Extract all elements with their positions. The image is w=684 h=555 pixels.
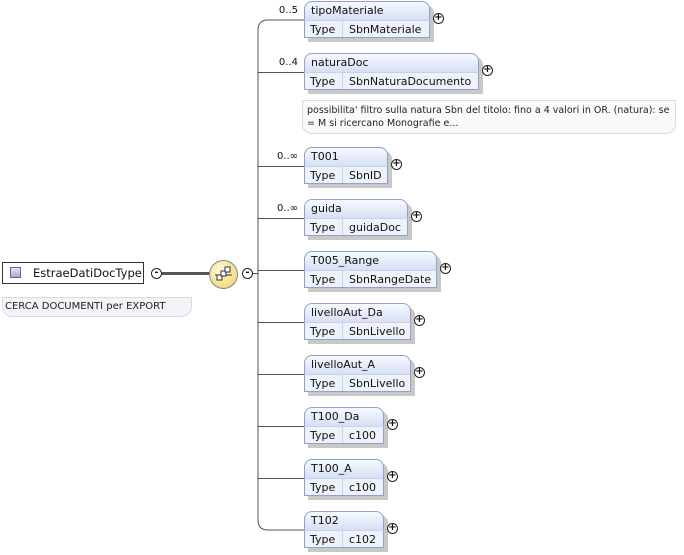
element-type-row: Type SbnMateriale bbox=[304, 20, 430, 38]
sequence-collapse-toggle[interactable]: - bbox=[242, 268, 253, 279]
type-label: Type bbox=[310, 429, 336, 442]
expand-toggle-T102[interactable]: + bbox=[387, 522, 398, 534]
element-name: T102 bbox=[304, 511, 384, 530]
sequence-compositor[interactable] bbox=[209, 260, 238, 289]
sequence-compositor-icon bbox=[215, 266, 232, 281]
expand-toggle-livelloAut_A[interactable]: + bbox=[414, 366, 425, 378]
type-value: guidaDoc bbox=[349, 221, 401, 234]
cardinality-T001: 0..∞ bbox=[276, 151, 298, 162]
type-value: SbnNaturaDocumento bbox=[349, 75, 472, 88]
element-name: T005_Range bbox=[304, 251, 437, 270]
element-type-row: Type c100 bbox=[304, 478, 384, 496]
type-divider bbox=[342, 531, 343, 547]
expand-toggle-guida[interactable]: + bbox=[411, 210, 422, 222]
element-type-row: Type c100 bbox=[304, 426, 384, 444]
type-divider bbox=[342, 271, 343, 287]
element-name: livelloAut_A bbox=[304, 355, 411, 374]
element-T100_A[interactable]: T100_A Type c100 bbox=[304, 459, 389, 501]
element-type-row: Type SbnNaturaDocumento bbox=[304, 72, 479, 90]
type-value: SbnLivello bbox=[349, 325, 406, 338]
element-livelloAut_A[interactable]: livelloAut_A Type SbnLivello bbox=[304, 355, 416, 397]
expand-toggle-T005_Range[interactable]: + bbox=[440, 262, 451, 274]
element-name: livelloAut_Da bbox=[304, 303, 411, 322]
element-type-row: Type SbnID bbox=[304, 166, 388, 184]
type-label: Type bbox=[310, 325, 336, 338]
type-value: c100 bbox=[349, 481, 377, 494]
naturaDoc-documentation: possibilita' filtro sulla natura Sbn del… bbox=[302, 100, 676, 134]
type-label: Type bbox=[310, 23, 336, 36]
type-divider bbox=[342, 73, 343, 89]
element-type-row: Type c102 bbox=[304, 530, 384, 548]
element-name: T100_Da bbox=[304, 407, 384, 426]
expand-toggle-tipoMateriale[interactable]: + bbox=[433, 12, 444, 24]
type-value: c102 bbox=[349, 533, 377, 546]
element-type-row: Type SbnRangeDate bbox=[304, 270, 437, 288]
root-type-name: EstraeDatiDocType bbox=[33, 266, 142, 280]
cardinality-guida: 0..∞ bbox=[276, 203, 298, 214]
element-type-row: Type SbnLivello bbox=[304, 322, 411, 340]
element-name: naturaDoc bbox=[304, 53, 479, 72]
type-label: Type bbox=[310, 273, 336, 286]
element-type-row: Type SbnLivello bbox=[304, 374, 411, 392]
type-value: SbnMateriale bbox=[349, 23, 422, 36]
expand-toggle-T100_Da[interactable]: + bbox=[387, 418, 398, 430]
expand-toggle-livelloAut_Da[interactable]: + bbox=[414, 314, 425, 326]
element-name: T100_A bbox=[304, 459, 384, 478]
type-value: SbnRangeDate bbox=[349, 273, 432, 286]
type-label: Type bbox=[310, 533, 336, 546]
element-type-row: Type guidaDoc bbox=[304, 218, 408, 236]
type-divider bbox=[342, 21, 343, 37]
root-documentation: CERCA DOCUMENTI per EXPORT bbox=[2, 297, 192, 317]
type-label: Type bbox=[310, 481, 336, 494]
expand-toggle-naturaDoc[interactable]: + bbox=[482, 64, 493, 76]
element-name: T001 bbox=[304, 147, 388, 166]
expand-toggle-T100_A[interactable]: + bbox=[387, 470, 398, 482]
root-collapse-toggle[interactable]: - bbox=[151, 268, 162, 279]
element-name: tipoMateriale bbox=[304, 1, 430, 20]
children-bracket bbox=[257, 19, 304, 531]
type-label: Type bbox=[310, 169, 336, 182]
type-divider bbox=[342, 219, 343, 235]
type-divider bbox=[342, 479, 343, 495]
cardinality-tipoMateriale: 0..5 bbox=[278, 5, 298, 16]
type-divider bbox=[342, 427, 343, 443]
expand-toggle-T001[interactable]: + bbox=[391, 158, 402, 170]
cardinality-naturaDoc: 0..4 bbox=[278, 57, 298, 68]
type-divider bbox=[342, 167, 343, 183]
type-label: Type bbox=[310, 377, 336, 390]
type-label: Type bbox=[310, 221, 336, 234]
type-label: Type bbox=[310, 75, 336, 88]
type-value: SbnLivello bbox=[349, 377, 406, 390]
element-name: guida bbox=[304, 199, 408, 218]
type-value: SbnID bbox=[349, 169, 382, 182]
root-type-box[interactable]: EstraeDatiDocType bbox=[2, 262, 144, 284]
type-value: c100 bbox=[349, 429, 377, 442]
type-divider bbox=[342, 375, 343, 391]
complex-type-icon bbox=[10, 267, 21, 278]
type-divider bbox=[342, 323, 343, 339]
